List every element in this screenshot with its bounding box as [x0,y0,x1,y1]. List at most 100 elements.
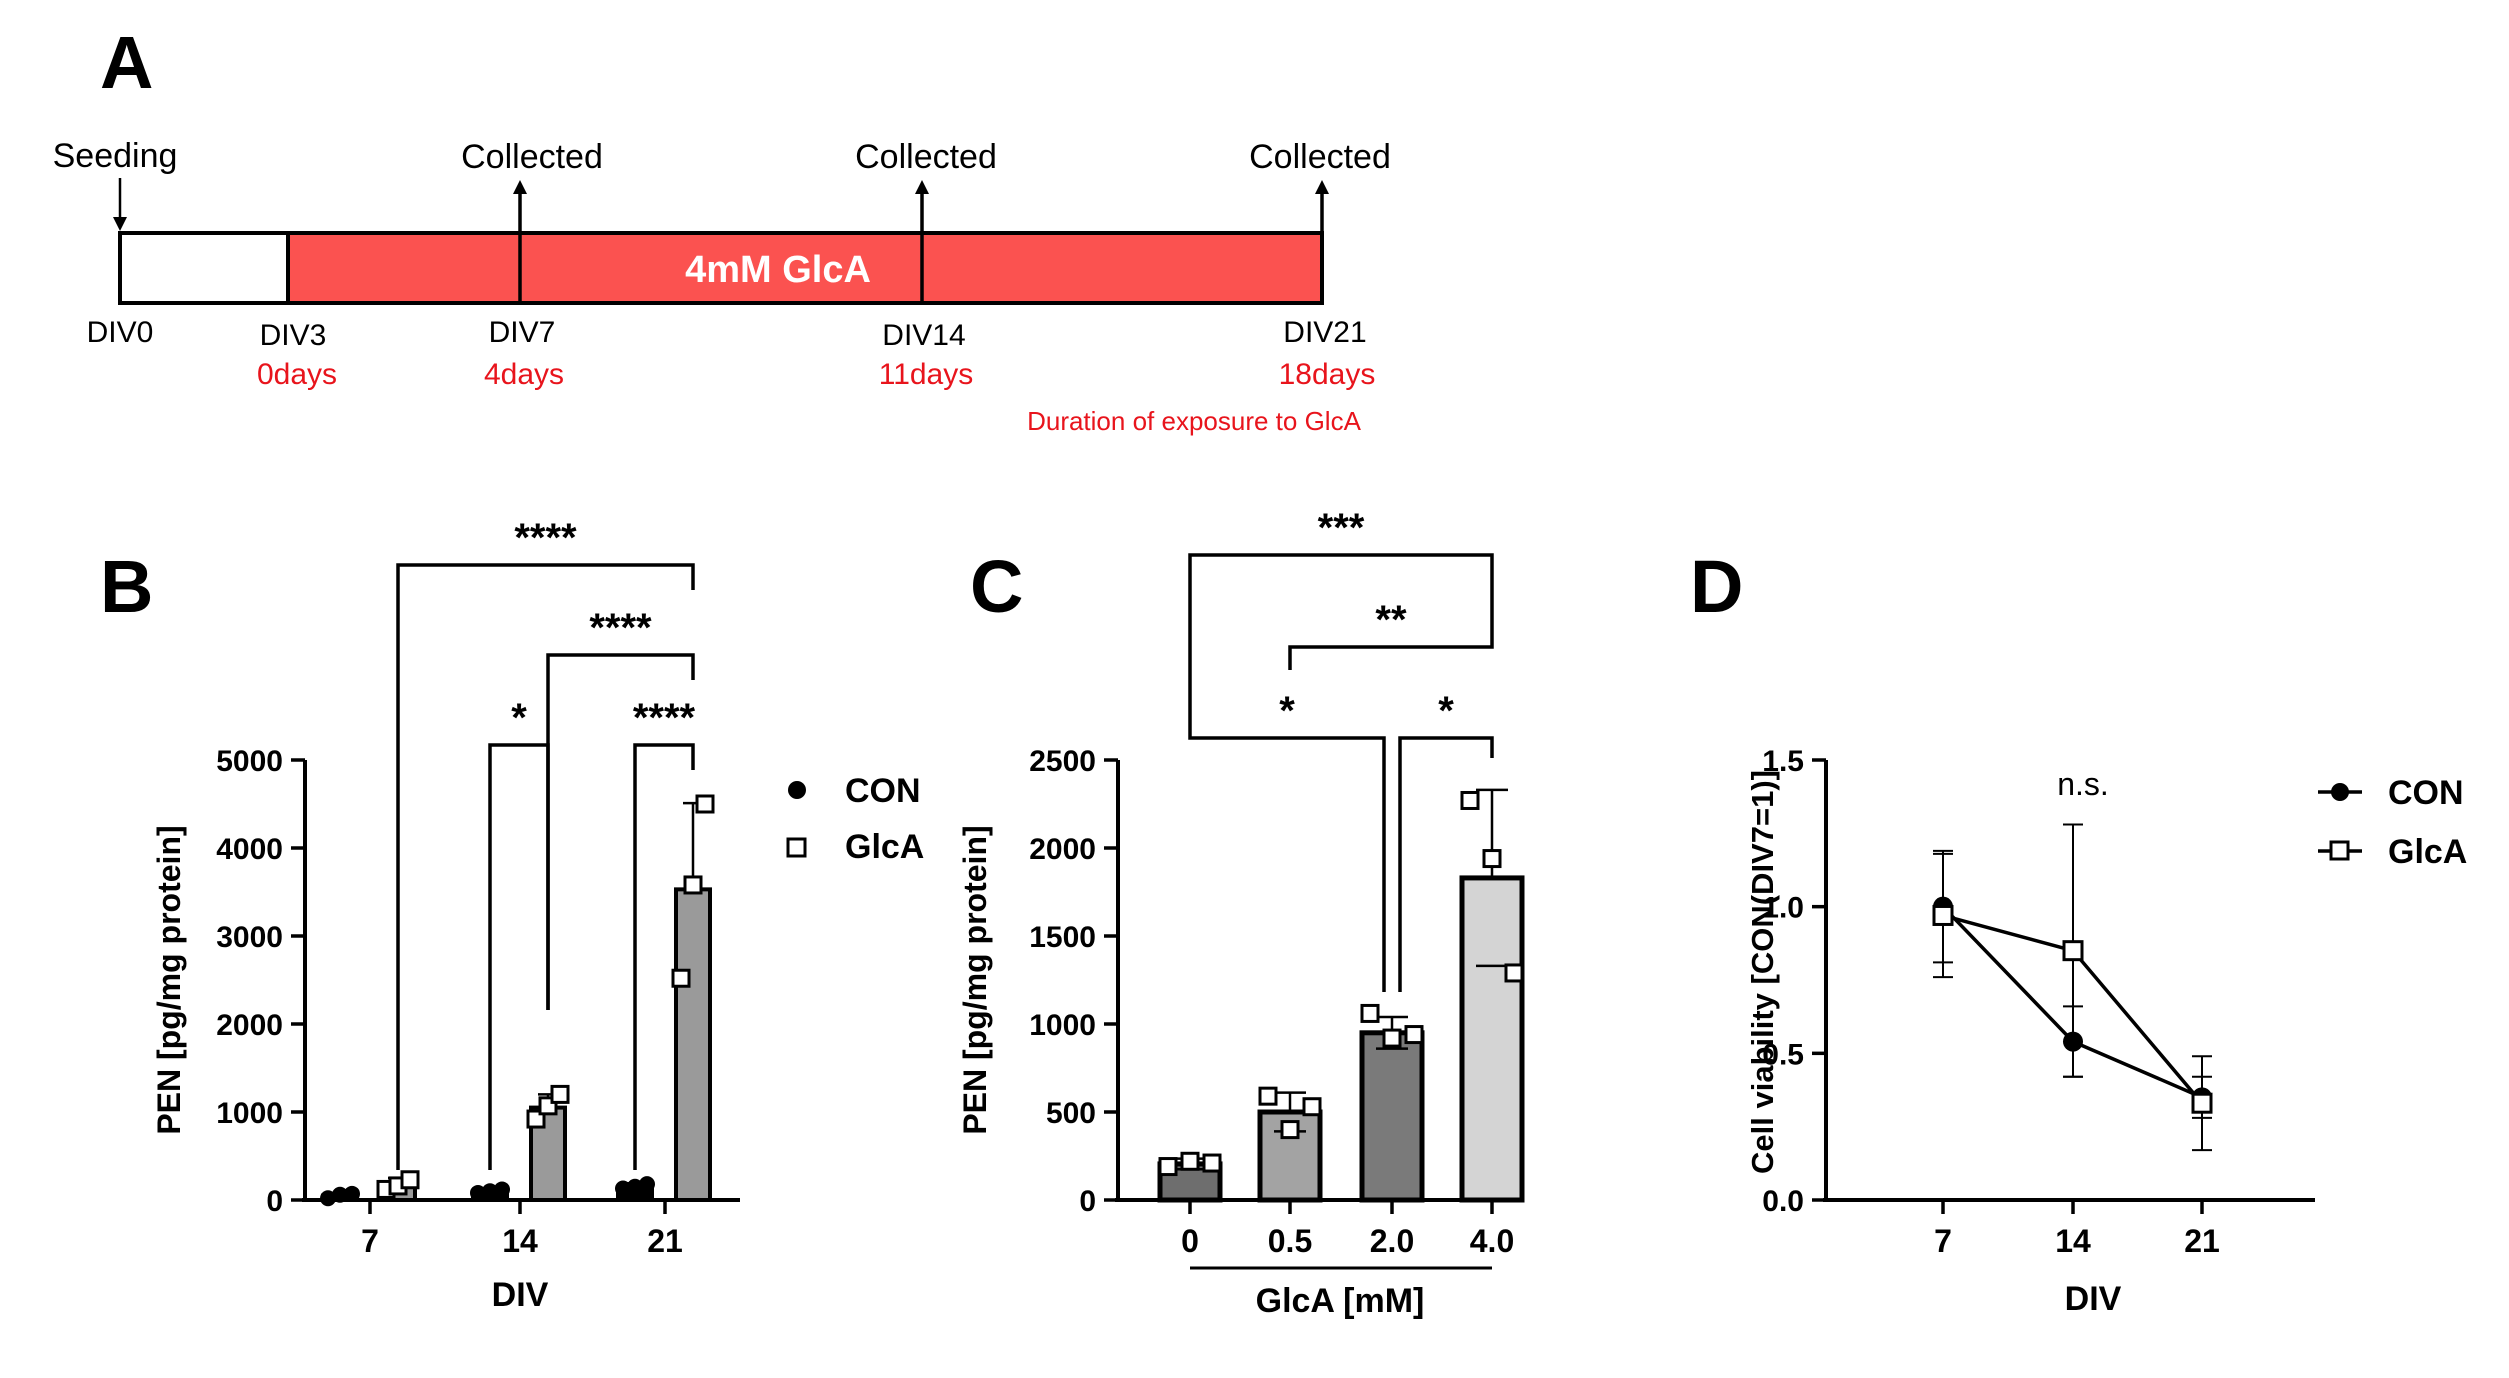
chart-b-point-con [639,1176,655,1193]
chart-c-point [1482,849,1502,869]
chart-b-point-con [494,1181,510,1198]
chart-b-xtick-label: 14 [502,1223,538,1259]
collect-arrowhead-7 [513,180,527,194]
chart-c-significance-label: * [1438,689,1454,733]
chart-b-ytick-label: 0 [266,1185,283,1218]
chart-b-point-con [627,1178,643,1195]
chart-c-ytick-label: 1500 [1029,921,1096,954]
chart-b-ytick-label: 3000 [216,921,283,954]
chart-d-ytick-label: 1.0 [1762,892,1804,925]
chart-d-xtick-label: 21 [2184,1223,2220,1259]
chart-c-significance [1398,736,1494,992]
chart-b-legend: CON GlcA [786,772,924,866]
legend-con-marker [788,781,806,799]
chart-b-significance [633,743,695,1170]
div-label-7: DIV7 [489,316,556,349]
panel-label-c: C [970,545,1023,628]
chart-c-point [1504,963,1524,983]
seeding-label: Seeding [53,137,178,175]
legend-glca-label: GlcA [845,828,924,866]
chart-b-significance-label: * [511,696,527,740]
chart-b-ytick-label: 2000 [216,1009,283,1042]
chart-c-point [1404,1025,1424,1045]
chart-b-point-con [482,1183,498,1200]
chart-c-significance-label: ** [1375,598,1407,642]
chart-c-point [1382,1028,1402,1048]
chart-c-significance [1188,553,1494,715]
day-label-0: 0days [257,358,337,391]
chart-b-point-glca [671,968,691,988]
chart-b-point-glca [400,1170,420,1190]
chart-d-annotation: n.s. [2057,766,2109,802]
collect-arrowhead-21 [1315,180,1329,194]
collected-label-2: Collected [855,138,997,176]
chart-d-xlabel: DIV [2065,1280,2122,1318]
chart-c-significance-label: *** [1318,506,1365,550]
chart-c-xtick-label: 2.0 [1370,1223,1414,1259]
chart-b-point-glca [550,1084,570,1104]
pre-treatment-box [118,231,290,305]
chart-d-ylabel: Cell viability [CON(DIV7=1)] [1745,770,1780,1174]
chart-c-point [1158,1157,1178,1177]
chart-c-ytick-label: 1000 [1029,1009,1096,1042]
chart-b-xtick-label: 7 [361,1223,379,1259]
day-label-11: 11days [879,358,974,391]
chart-c-point [1258,1086,1278,1106]
chart-b-point-con [320,1190,336,1207]
chart-c-ytick-label: 0 [1079,1185,1096,1218]
div-label-0: DIV0 [87,316,154,349]
chart-c-ytick-label: 2000 [1029,833,1096,866]
chart-d-ytick-label: 0.0 [1762,1185,1804,1218]
chart-b-point-glca [683,875,703,895]
panel-label-a: A [100,21,153,104]
chart-b-ytick-label: 1000 [216,1097,283,1130]
seeding-arrowhead [113,217,127,231]
chart-c-xtick-label: 4.0 [1470,1223,1514,1259]
chart-b-significance-label: **** [514,516,577,560]
chart-b-ylabel: PEN [pg/mg protein] [151,825,187,1134]
chart-d-ytick-label: 0.5 [1762,1038,1804,1071]
chart-b-significance-label: **** [589,606,652,650]
chart-c-significance [1288,615,1494,670]
chart-c-point [1460,790,1480,810]
chart-b-bar-glca [674,887,712,1202]
legend-d-con-marker [2331,783,2349,801]
legend-glca-marker [786,837,807,858]
chart-c-point [1280,1120,1300,1140]
chart-c-point [1360,1003,1380,1023]
chart-c-xtick-label: 0.5 [1268,1223,1312,1259]
collected-label-3: Collected [1249,138,1391,176]
chart-c-point [1180,1151,1200,1171]
day-label-4: 4days [484,358,564,391]
chart-c-xlabel: GlcA [mM] [1256,1282,1425,1320]
chart-d-xtick-label: 7 [1934,1223,1952,1259]
chart-d-ytick-label: 1.5 [1762,745,1804,778]
chart-b-ytick-label: 5000 [216,745,283,778]
chart-c: PEN [pg/mg protein] GlcA [mM] 0500100015… [957,506,1525,1320]
chart-b: PEN [pg/mg protein] DIV 0100020003000400… [151,516,924,1314]
chart-c-ytick-label: 500 [1046,1097,1096,1130]
chart-d-point-glca [2191,1092,2213,1114]
day-label-18: 18days [1279,358,1376,391]
chart-b-significance [488,743,550,1170]
exposure-note: Duration of exposure to GlcA [1027,406,1361,436]
treatment-bar [286,231,1324,305]
chart-d-point-glca [1932,904,1954,926]
chart-d-point-glca [2062,940,2084,962]
div-label-3: DIV3 [260,319,327,352]
chart-b-point-con [470,1184,486,1201]
legend-d-glca-marker [2329,840,2350,861]
chart-c-bar [1359,1030,1425,1203]
chart-b-point-con [332,1186,348,1203]
chart-c-ytick-label: 2500 [1029,745,1096,778]
chart-c-significance-label: * [1279,689,1295,733]
chart-d-point-con [2063,1031,2083,1052]
timeline-diagram: Seeding 4mM GlcA Collected Collected Col… [53,137,1391,436]
panel-label-d: D [1690,545,1743,628]
div-label-21: DIV21 [1283,316,1366,349]
chart-c-bar [1459,875,1525,1203]
chart-b-significance-label: **** [633,696,696,740]
chart-b-point-con [344,1185,360,1202]
chart-d-xtick-label: 14 [2055,1223,2091,1259]
chart-d-legend: CON GlcA [2318,774,2467,871]
